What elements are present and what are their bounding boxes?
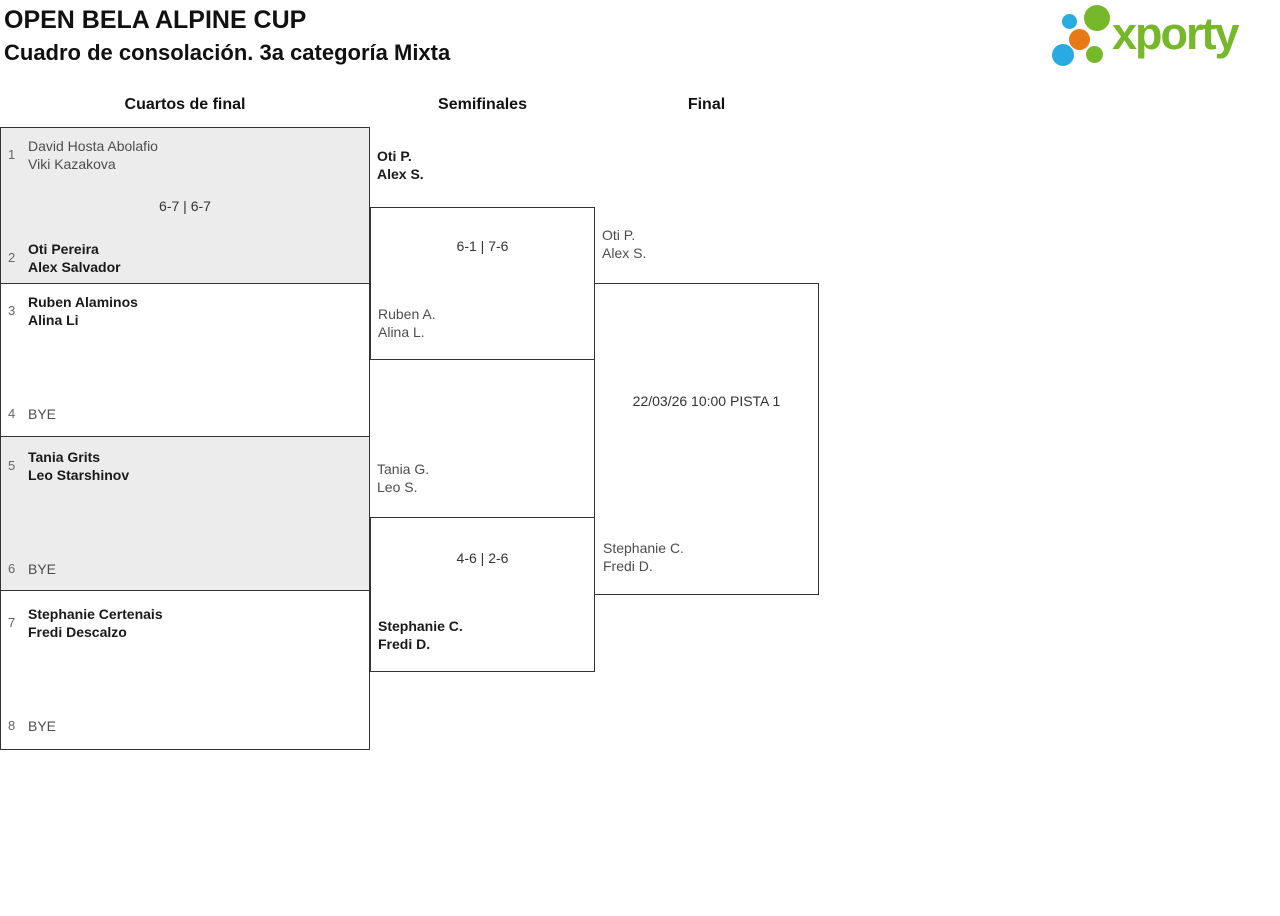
semifinal-match-1: 6-1 | 7-6 Ruben A. Alina L. xyxy=(370,207,595,360)
round-header-final: Final xyxy=(687,96,726,113)
team-name: Oti Pereira Alex Salvador xyxy=(28,240,121,276)
round-header-semifinals: Semifinales xyxy=(438,96,527,113)
quarterfinal-match-2: 3 Ruben Alaminos Alina Li 4 BYE xyxy=(0,283,370,437)
seed-number: 7 xyxy=(8,615,16,630)
team-member-name: Alex S. xyxy=(377,166,424,182)
team-member-name: Stephanie C. xyxy=(603,540,684,556)
team-member-name: Stephanie C. xyxy=(378,618,463,634)
team-name: Stephanie Certenais Fredi Descalzo xyxy=(28,605,163,641)
logo-dot-icon xyxy=(1069,29,1090,50)
title-block: OPEN BELA ALPINE CUP Cuadro de consolaci… xyxy=(4,4,450,68)
seed-number: 1 xyxy=(8,147,16,162)
team-member-name: Fredi D. xyxy=(603,558,653,574)
team-member-name: Fredi Descalzo xyxy=(28,624,127,640)
team-name: BYE xyxy=(28,405,56,423)
team-member-name: Alina Li xyxy=(28,312,79,328)
team-member-name: Alex S. xyxy=(602,245,647,261)
seed-number: 5 xyxy=(8,458,16,473)
quarterfinal-match-3: 5 Tania Grits Leo Starshinov 6 BYE xyxy=(0,436,370,591)
team-member-name: Oti P. xyxy=(602,227,636,243)
team-member-name: Ruben Alaminos xyxy=(28,294,138,310)
team-member-name: Tania G. xyxy=(377,461,430,477)
logo-dot-icon xyxy=(1062,14,1077,29)
logo-dot-icon xyxy=(1052,44,1074,66)
seed-number: 6 xyxy=(8,561,16,576)
match-schedule: 22/03/26 10:00 PISTA 1 xyxy=(632,393,781,409)
team-member-name: Leo Starshinov xyxy=(28,467,130,483)
team-name: Ruben Alaminos Alina Li xyxy=(28,293,138,329)
team-member-name: Tania Grits xyxy=(28,449,101,465)
team-member-name: Viki Kazakova xyxy=(28,156,116,172)
team-member-name: Fredi D. xyxy=(378,636,431,652)
match-score: 4-6 | 2-6 xyxy=(456,550,509,566)
team-member-name: Alina L. xyxy=(378,324,425,340)
team-name: Oti P. Alex S. xyxy=(602,226,646,262)
team-member-name: Alex Salvador xyxy=(28,259,121,275)
seed-number: 2 xyxy=(8,250,16,265)
seed-number: 8 xyxy=(8,718,16,733)
final-match: 22/03/26 10:00 PISTA 1 Stephanie C. Fred… xyxy=(594,283,819,595)
page-subtitle: Cuadro de consolación. 3a categoría Mixt… xyxy=(4,40,451,65)
match-score: 6-7 | 6-7 xyxy=(159,198,211,214)
team-name: Stephanie C. Fredi D. xyxy=(603,539,684,575)
page-title: OPEN BELA ALPINE CUP xyxy=(4,6,307,34)
team-member-name: BYE xyxy=(28,718,57,734)
team-member-name: Stephanie Certenais xyxy=(28,606,163,622)
seed-number: 4 xyxy=(8,406,16,421)
xporty-logo: xporty xyxy=(1050,0,1280,80)
team-member-name: Oti Pereira xyxy=(28,241,99,257)
team-member-name: BYE xyxy=(28,561,57,577)
semifinal-match-2: 4-6 | 2-6 Stephanie C. Fredi D. xyxy=(370,517,595,672)
team-name: Oti P. Alex S. xyxy=(377,147,424,183)
team-member-name: Ruben A. xyxy=(378,306,436,322)
logo-dot-icon xyxy=(1086,46,1103,63)
round-header-quarterfinals: Cuartos de final xyxy=(124,96,246,113)
team-name: BYE xyxy=(28,560,56,578)
quarterfinal-match-4: 7 Stephanie Certenais Fredi Descalzo 8 B… xyxy=(0,590,370,750)
seed-number: 3 xyxy=(8,303,16,318)
match-score: 6-1 | 7-6 xyxy=(456,238,509,254)
team-name: Stephanie C. Fredi D. xyxy=(378,617,463,653)
team-member-name: Leo S. xyxy=(377,479,418,495)
team-member-name: BYE xyxy=(28,406,57,422)
logo-dot-icon xyxy=(1084,5,1110,31)
team-name: Tania G. Leo S. xyxy=(377,460,429,496)
logo-wordmark: xporty xyxy=(1112,8,1240,59)
team-name: Tania Grits Leo Starshinov xyxy=(28,448,129,484)
team-member-name: Oti P. xyxy=(377,148,412,164)
team-name: BYE xyxy=(28,717,56,735)
team-name: David Hosta Abolafio Viki Kazakova xyxy=(28,137,158,173)
quarterfinal-match-1: 1 David Hosta Abolafio Viki Kazakova 6-7… xyxy=(0,127,370,284)
team-name: Ruben A. Alina L. xyxy=(378,305,436,341)
team-member-name: David Hosta Abolafio xyxy=(28,138,158,154)
